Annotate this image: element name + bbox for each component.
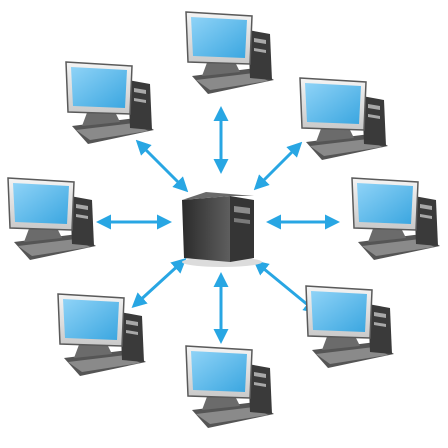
double-arrow-bottom-left xyxy=(131,257,187,309)
monitor-screen xyxy=(191,17,247,58)
workstation-left xyxy=(7,177,96,260)
server xyxy=(182,192,262,267)
double-arrow-bottom-right xyxy=(253,260,319,314)
drive-bay xyxy=(368,114,380,119)
drive-bay xyxy=(134,98,146,103)
server-drive-bay xyxy=(234,218,250,224)
workstation-bottom xyxy=(185,345,274,428)
server-top xyxy=(182,192,254,200)
drive-bay xyxy=(76,214,88,219)
drive-bay xyxy=(126,330,138,335)
monitor-screen xyxy=(305,83,361,124)
server-drive-bay xyxy=(234,206,250,214)
workstations xyxy=(7,11,440,428)
drive-bay xyxy=(420,214,432,219)
drive-bay xyxy=(134,88,146,94)
monitor-screen xyxy=(63,299,119,340)
drive-bay xyxy=(420,204,432,210)
drive-bay xyxy=(254,48,266,53)
workstation-top xyxy=(185,11,274,94)
monitor-screen xyxy=(13,183,69,224)
drive-bay xyxy=(368,104,380,110)
double-arrow-top-right xyxy=(253,141,303,191)
monitor-screen xyxy=(311,291,367,332)
double-arrow-top-left xyxy=(135,139,189,193)
server-side xyxy=(230,196,254,262)
workstation-top-right xyxy=(299,77,388,160)
connections xyxy=(96,106,340,344)
drive-bay xyxy=(254,382,266,387)
drive-bay xyxy=(126,320,138,326)
workstation-top-left xyxy=(65,61,154,144)
workstation-bottom-right xyxy=(305,285,394,368)
drive-bay xyxy=(254,38,266,44)
drive-bay xyxy=(76,204,88,210)
workstation-bottom-left xyxy=(57,293,146,376)
drive-bay xyxy=(254,372,266,378)
monitor-screen xyxy=(71,67,127,108)
monitor-screen xyxy=(357,183,413,224)
server-tower-icon xyxy=(182,192,262,267)
drive-bay xyxy=(374,322,386,327)
workstation-right xyxy=(351,177,440,260)
server-front xyxy=(182,196,230,262)
drive-bay xyxy=(374,312,386,318)
monitor-screen xyxy=(191,351,247,392)
